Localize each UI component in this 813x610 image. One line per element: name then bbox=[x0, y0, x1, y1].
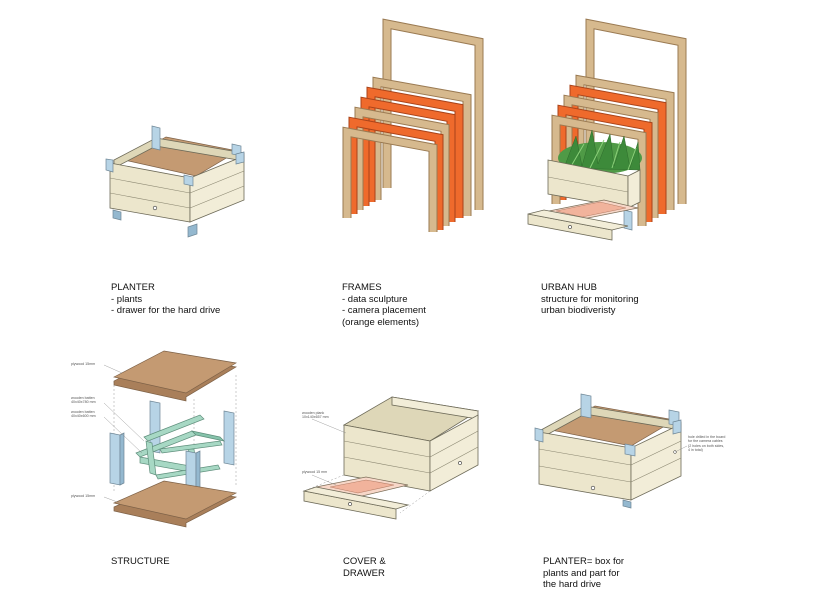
frames-caption: FRAMES - data sculpture - camera placeme… bbox=[342, 282, 426, 328]
urban-hub-illustration bbox=[527, 18, 687, 241]
note-batten-2: wooden batten 40x40x600 mm bbox=[71, 410, 96, 419]
caption-line: - data sculpture bbox=[342, 293, 408, 305]
planter-caption: PLANTER - plants - drawer for the hard d… bbox=[111, 282, 220, 317]
cover-drawer-illustration bbox=[302, 396, 480, 520]
planter-box-caption: PLANTER= box for plants and part for the… bbox=[543, 556, 624, 591]
caption-title: URBAN HUB bbox=[541, 282, 597, 293]
drawer bbox=[527, 199, 639, 241]
caption-title: PLANTER= box for bbox=[543, 556, 625, 567]
urban-hub-caption: URBAN HUB structure for monitoring urban… bbox=[541, 282, 639, 317]
cover bbox=[342, 396, 480, 492]
note-wooden-plank: wooden plank 10x140x657 mm bbox=[302, 411, 329, 420]
planter-illustration bbox=[105, 125, 245, 238]
caption-title: COVER & bbox=[343, 556, 386, 567]
caption-line: plants and part for bbox=[543, 567, 620, 579]
caption-title: PLANTER bbox=[111, 282, 155, 293]
structure-illustration bbox=[103, 350, 238, 528]
frame-orange bbox=[366, 86, 464, 218]
caption-line: - plants bbox=[111, 293, 143, 305]
planter-side bbox=[630, 423, 682, 501]
battens bbox=[135, 414, 226, 482]
plywood-top bbox=[112, 350, 237, 402]
post bbox=[109, 432, 121, 486]
planter-box-illustration bbox=[534, 393, 688, 509]
caption-line: (orange elements) bbox=[342, 316, 420, 328]
structure-caption: STRUCTURE bbox=[111, 556, 170, 568]
caption-line: - drawer for the hard drive bbox=[111, 305, 221, 316]
planter-leg bbox=[187, 223, 198, 238]
note-plywood-top: plywood 15mm bbox=[71, 362, 96, 366]
planter-post bbox=[151, 125, 161, 151]
caption-title: FRAMES bbox=[342, 282, 382, 293]
caption-line: structure for monitoring bbox=[541, 293, 639, 305]
plywood-bottom bbox=[112, 480, 238, 528]
frame-orange bbox=[348, 116, 444, 230]
planter-leg bbox=[112, 209, 122, 221]
note-plywood-15: plywood 15 mm bbox=[302, 470, 328, 474]
note-cable-holes: hole drilled in the board for the camera… bbox=[688, 435, 726, 453]
frames-illustration bbox=[342, 18, 484, 232]
drawer bbox=[302, 476, 410, 520]
frame bbox=[342, 126, 438, 232]
caption-line: urban biodiveristy bbox=[541, 305, 616, 316]
caption-title: DRAWER bbox=[343, 567, 385, 579]
cover-drawer-caption: COVER & DRAWER bbox=[343, 556, 386, 579]
note-plywood-bottom: plywood 15mm bbox=[71, 494, 96, 498]
caption-line: - camera placement bbox=[342, 305, 426, 316]
note-batten-1: wooden batten 40x40x780 mm bbox=[71, 396, 96, 405]
caption-line: the hard drive bbox=[543, 579, 602, 590]
planter-side bbox=[189, 155, 245, 223]
caption-title: STRUCTURE bbox=[111, 556, 170, 567]
frame bbox=[354, 106, 450, 226]
frame-orange bbox=[360, 96, 456, 222]
